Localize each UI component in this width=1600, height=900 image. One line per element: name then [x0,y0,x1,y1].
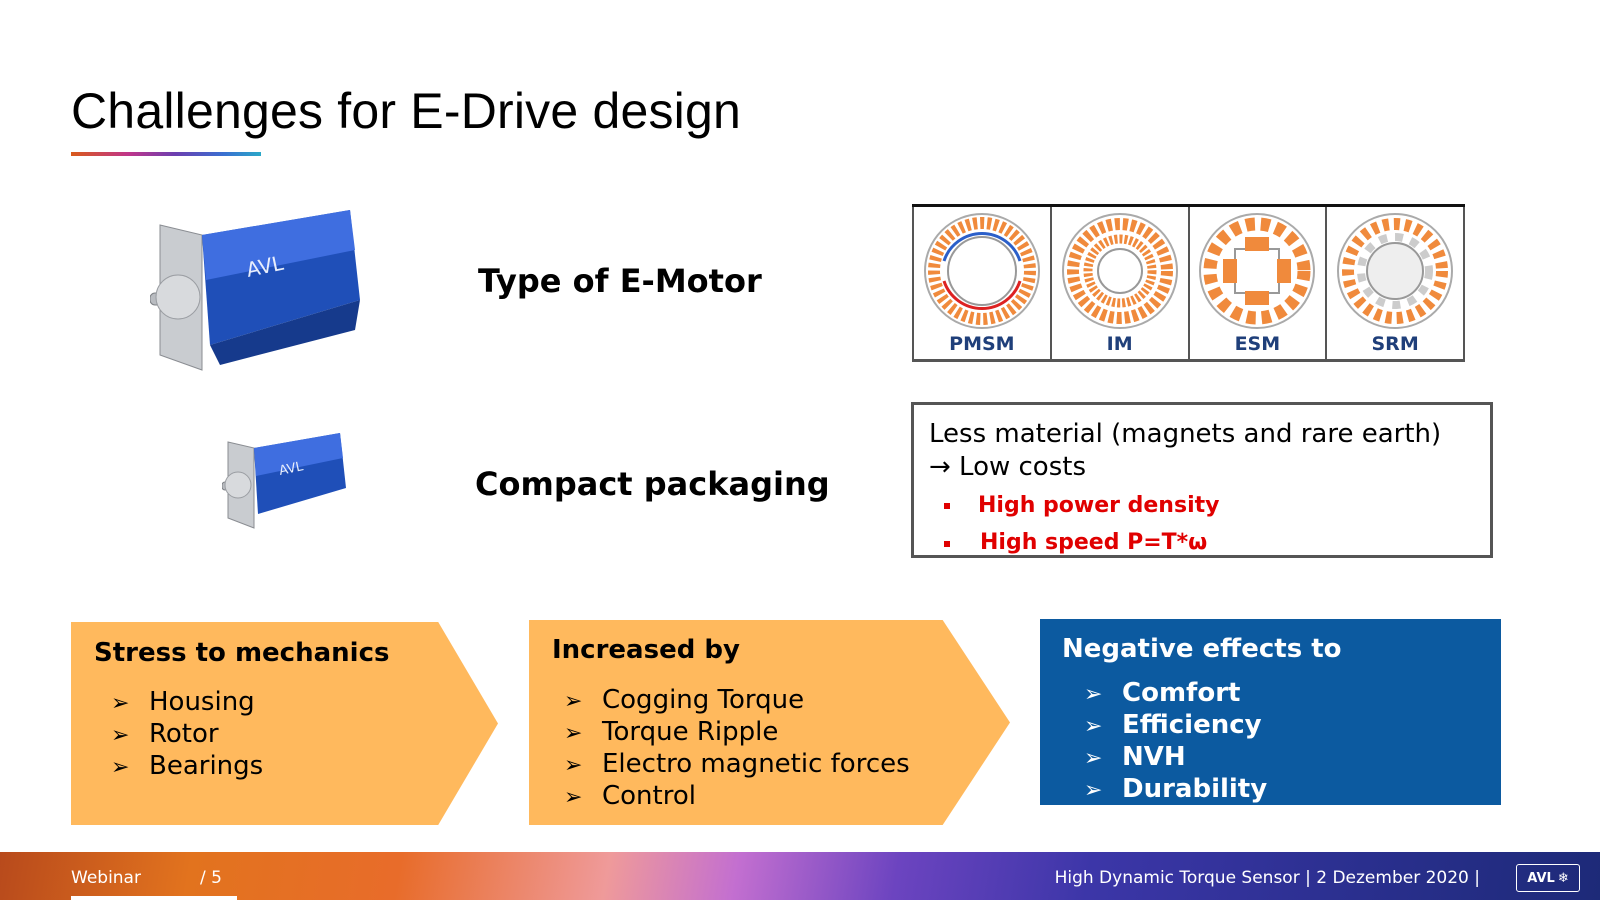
motor-type-label: IM [1106,333,1133,355]
arrow-bullet-icon: ➢ [1084,714,1103,739]
motor-logo-text-small: AVL [278,459,306,479]
list-item: ➢Rotor [111,718,263,750]
increased-chevron: Increased by ➢Cogging Torque ➢Torque Rip… [529,620,1010,825]
increased-title: Increased by [552,635,740,665]
list-item: ➢Efficiency [1084,709,1267,741]
negative-list: ➢Comfort ➢Efficiency ➢NVH ➢Durability [1084,677,1267,805]
arrow-bullet-icon: ➢ [111,723,130,748]
square-bullet-icon [944,541,950,547]
arrow-bullet-icon: ➢ [564,753,583,778]
motor-type-cell: PMSM [912,207,1050,359]
footer-event: Webinar [71,868,141,888]
motor-type-label: ESM [1234,333,1281,355]
list-item: ➢NVH [1084,741,1267,773]
list-item: ➢Durability [1084,773,1267,805]
pmsm-diagram [923,213,1040,329]
arrow-bullet-icon: ➢ [564,721,583,746]
list-item: ➢Cogging Torque [564,684,910,716]
arrow-bullet-icon: ➢ [111,755,130,780]
list-item: ➢Electro magnetic forces [564,748,910,780]
info-box: Less material (magnets and rare earth) →… [911,402,1493,558]
arrow-bullet-icon: ➢ [1084,778,1103,803]
info-line-material: Less material (magnets and rare earth) [929,419,1442,449]
info-bullet-power-density: High power density [978,493,1220,518]
motor-type-label: PMSM [949,333,1015,355]
slide-title: Challenges for E-Drive design [71,83,742,139]
footer-page-number: / 5 [200,868,222,888]
list-item: ➢Bearings [111,750,263,782]
motor-type-cell: SRM [1325,207,1465,359]
increased-list: ➢Cogging Torque ➢Torque Ripple ➢Electro … [564,684,910,812]
stress-list: ➢Housing ➢Rotor ➢Bearings [111,686,263,782]
negative-effects-box: Negative effects to ➢Comfort ➢Efficiency… [1040,619,1501,805]
heading-type-of-motor: Type of E-Motor [478,262,762,300]
info-bullet-high-speed: High speed P=T*ω [980,530,1208,555]
footer-underline [71,896,237,900]
title-underline [71,152,261,156]
motor-type-cell: ESM [1187,207,1326,359]
info-line-costs: → Low costs [929,452,1087,482]
arrow-bullet-icon: ➢ [111,691,130,716]
motor-type-table: PMSM IM ESM SRM [912,204,1465,362]
arrow-bullet-icon: ➢ [564,785,583,810]
avl-logo-icon: AVL❄ [1516,864,1580,892]
list-item: ➢Comfort [1084,677,1267,709]
list-item: ➢Control [564,780,910,812]
large-motor-image: AVL [150,210,360,371]
list-item: ➢Torque Ripple [564,716,910,748]
motor-type-label: SRM [1371,333,1419,355]
stress-chevron: Stress to mechanics ➢Housing ➢Rotor ➢Bea… [71,622,498,825]
arrow-bullet-icon: ➢ [1084,746,1103,771]
list-item: ➢Housing [111,686,263,718]
arrow-bullet-icon: ➢ [564,689,583,714]
esm-diagram [1199,213,1316,329]
small-motor-image: AVL [222,433,346,529]
im-diagram [1061,213,1178,329]
footer-bar: Webinar / 5 High Dynamic Torque Sensor |… [0,852,1600,900]
square-bullet-icon [944,503,950,509]
footer-title-date: High Dynamic Torque Sensor | 2 Dezember … [1054,868,1480,888]
logo-text: AVL [1527,870,1555,886]
srm-diagram [1337,213,1454,329]
negative-title: Negative effects to [1062,634,1342,664]
arrow-bullet-icon: ➢ [1084,682,1103,707]
motor-type-cell: IM [1049,207,1188,359]
heading-compact-packaging: Compact packaging [475,465,830,503]
stress-title: Stress to mechanics [94,638,390,668]
